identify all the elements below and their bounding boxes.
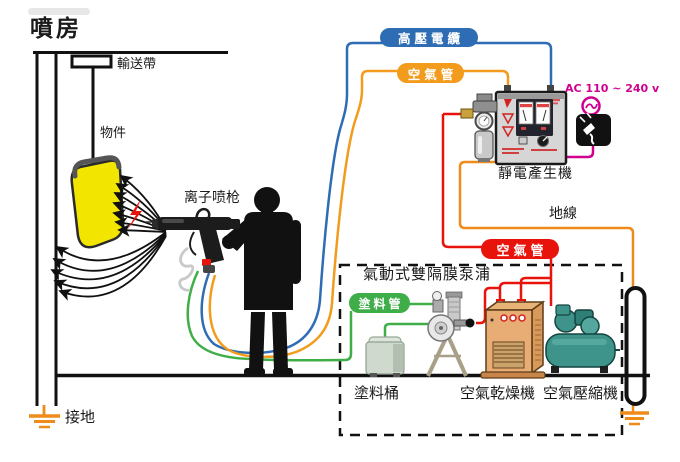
smudge [28, 8, 90, 15]
dashed-enclosure [338, 263, 624, 437]
page-title: 噴房 [30, 15, 82, 42]
pump-box-title: 氣動式雙隔膜泵浦 [363, 265, 492, 283]
air-pipe-tag-top: 空氣管 [397, 63, 464, 83]
electrostatic-generator [494, 85, 568, 166]
workpiece [70, 155, 125, 249]
paint-pipe-tag: 塗料管 [349, 293, 410, 313]
spray-gun [146, 207, 240, 292]
ground-wire-line [458, 160, 635, 412]
spray-gun-label: 离子喷枪 [184, 190, 240, 206]
conveyor [70, 54, 113, 164]
air-line [208, 69, 510, 359]
lightning-icon [127, 199, 142, 230]
air-dryer-label: 空氣乾燥機 [460, 384, 536, 402]
paint-suction-line [383, 322, 433, 342]
air-dryer [480, 300, 546, 379]
spray-booth-walls [33, 51, 228, 406]
grounding-electrode [624, 286, 647, 406]
ground-symbol-left [29, 405, 60, 429]
diaphragm-pump [426, 291, 475, 377]
ground-wire-label: 地線 [549, 206, 577, 222]
air-filter-regulator [460, 93, 498, 162]
paint-bucket-label: 塗料桶 [354, 384, 400, 402]
power-cord-line [566, 146, 595, 159]
ac-power-label: AC 110 ~ 240 v [565, 82, 660, 95]
generator-label: 靜電產生機 [498, 166, 573, 182]
power-plug-icon [576, 112, 611, 146]
workpiece-label: 物件 [100, 126, 127, 141]
ground-symbol-right [620, 411, 649, 426]
air-compressor [545, 304, 620, 373]
grounding-label: 接地 [65, 408, 96, 426]
air-pipe-tag-mid: 空氣管 [481, 239, 559, 259]
person-silhouette [222, 187, 301, 376]
paint-bucket [365, 336, 405, 377]
conveyor-label: 輸送帶 [117, 57, 157, 72]
air-compressor-label: 空氣壓縮機 [543, 384, 619, 402]
ac-symbol-icon [581, 96, 601, 116]
hv-cable-tag: 高壓電纜 [380, 28, 478, 47]
